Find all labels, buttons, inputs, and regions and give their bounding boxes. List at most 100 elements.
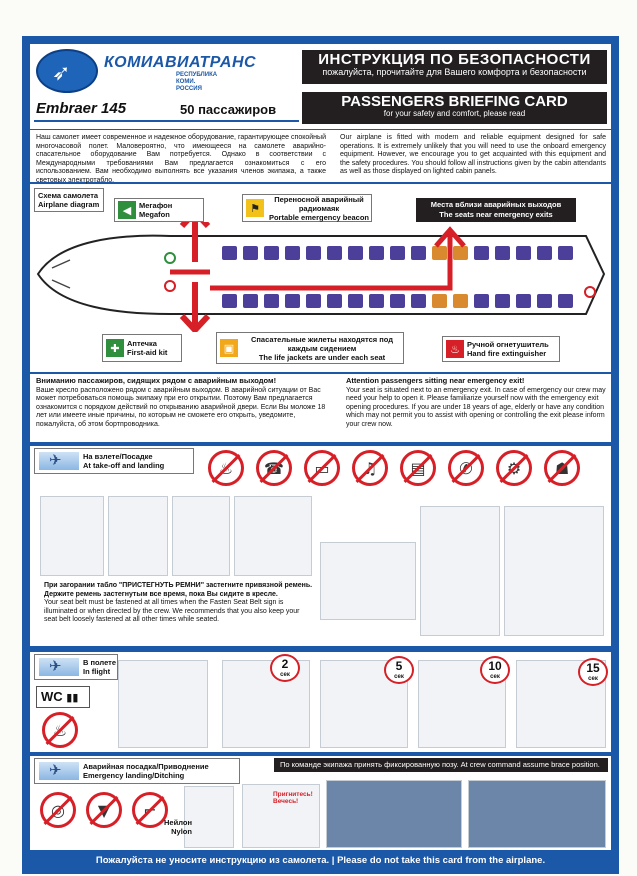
seat [558, 294, 573, 308]
intro-en: Our airplane is fitted with modern and r… [340, 134, 606, 176]
no-mobile-icon: ✆ [448, 450, 484, 486]
seat [285, 246, 300, 260]
title-ru: ИНСТРУКЦИЯ ПО БЕЗОПАСНОСТИ [318, 51, 591, 68]
aircraft-model: Embraer 145 [36, 100, 127, 117]
seat [369, 246, 384, 260]
intro-section: Наш самолет имеет современное и надежное… [30, 130, 611, 184]
seat [243, 246, 258, 260]
reclining-passenger-illustration [118, 660, 208, 748]
no-laptop-icon: ▭ [304, 450, 340, 486]
header-divider [34, 120, 299, 122]
plane-ditching-icon [39, 761, 79, 780]
airplane-diagram: Схема самолета Airplane diagram ◀ Мегафо… [30, 184, 611, 372]
exit-row-seat [453, 246, 468, 260]
exit-arrow-front-left [179, 222, 211, 262]
title-ru-box: ИНСТРУКЦИЯ ПО БЕЗОПАСНОСТИ пожалуйста, п… [302, 50, 607, 84]
seat [264, 246, 279, 260]
title-en-box: PASSENGERS BRIEFING CARD for your safety… [302, 92, 607, 124]
subtitle-en: for your safety and comfort, please read [383, 109, 526, 118]
megaphone-command-illustration: Пригнитесь! Вечесь! [242, 784, 320, 848]
seat [516, 246, 531, 260]
first-aid-marker [164, 252, 176, 264]
no-smoking-icon: ♨ [208, 450, 244, 486]
no-music-icon: ♫ [352, 450, 388, 486]
subtitle-ru: пожалуйста, прочитайте для Вашего комфор… [322, 67, 587, 77]
exit-notice-body-ru: Ваше кресло расположено рядом с аварийны… [36, 386, 326, 428]
exit-row-seat [453, 294, 468, 308]
exit-row-notice: Вниманию пассажиров, сидящих рядом с ава… [30, 374, 611, 442]
brace-shout-text: Пригнитесь! Вечесь! [273, 791, 313, 805]
seat [390, 294, 405, 308]
extinguisher-marker [164, 280, 176, 292]
brace-position-illustration-2 [468, 780, 606, 848]
no-shaver-icon: ⚙ [496, 450, 532, 486]
seat [306, 246, 321, 260]
region-label: РЕСПУБЛИКА КОМИ. РОССИЯ [176, 72, 218, 92]
seat [348, 246, 363, 260]
extinguisher-marker-aft [584, 286, 596, 298]
seat [474, 246, 489, 260]
diagram-title: Схема самолета Airplane diagram [34, 188, 104, 212]
no-glasses-icon: ◎ [40, 792, 76, 828]
seat [537, 294, 552, 308]
seat [327, 246, 342, 260]
no-tie-icon: ▼ [86, 792, 122, 828]
exit-seats-label: Места вблизи аварийных выходов The seats… [416, 198, 576, 222]
seat-upright-illustration [420, 506, 500, 636]
no-nylon-stockings-illustration [184, 786, 234, 848]
plane-takeoff-icon [39, 451, 79, 470]
exit-arrow-front-right [179, 282, 211, 332]
seat [411, 294, 426, 308]
exit-arrow-overwing [210, 226, 466, 291]
seat-row-lower [222, 294, 573, 308]
seat [327, 294, 342, 308]
title-en: PASSENGERS BRIEFING CARD [341, 93, 568, 110]
seat [369, 294, 384, 308]
no-high-heels-icon: ⌐ [132, 792, 168, 828]
seat [495, 246, 510, 260]
safety-card: ➶ КОМИАВИАТРАНС РЕСПУБЛИКА КОМИ. РОССИЯ … [22, 36, 619, 874]
belt-fasten-step-3 [172, 496, 230, 576]
brace-position-instruction: По команде экипажа принять фиксированную… [274, 758, 608, 772]
seat [495, 294, 510, 308]
life-jacket-label: ▣ Спасательные жилеты находятся под кажд… [216, 332, 404, 364]
exit-notice-head-en: Attention passengers sitting near emerge… [346, 376, 525, 385]
seat [306, 294, 321, 308]
no-game-icon: ☗ [544, 450, 580, 486]
megaphone-icon: ◀ [118, 201, 136, 219]
tray-table-illustration [320, 542, 416, 620]
passenger-seated-illustration [504, 506, 604, 636]
belt-unfasten-step [234, 496, 312, 576]
airplane-plan-view [36, 222, 606, 332]
exit-notice-body-en: Your seat is situated next to an emergen… [346, 386, 606, 428]
header: ➶ КОМИАВИАТРАНС РЕСПУБЛИКА КОМИ. РОССИЯ … [30, 44, 611, 129]
fire-extinguisher-icon: ♨ [446, 340, 464, 358]
brace-position-illustration-1 [326, 780, 462, 848]
beacon-icon: ⚑ [246, 199, 264, 217]
no-radio-icon: ▤ [400, 450, 436, 486]
seat [474, 294, 489, 308]
seat-row-upper [222, 246, 573, 260]
no-smoking-lavatory-icon: ♨ [42, 712, 78, 748]
exit-row-seat [432, 246, 447, 260]
exit-row-seat [432, 294, 447, 308]
seat [516, 294, 531, 308]
seat [243, 294, 258, 308]
belt-fasten-step-1 [40, 496, 104, 576]
intro-ru: Наш самолет имеет современное и надежное… [36, 134, 326, 184]
seat [537, 246, 552, 260]
